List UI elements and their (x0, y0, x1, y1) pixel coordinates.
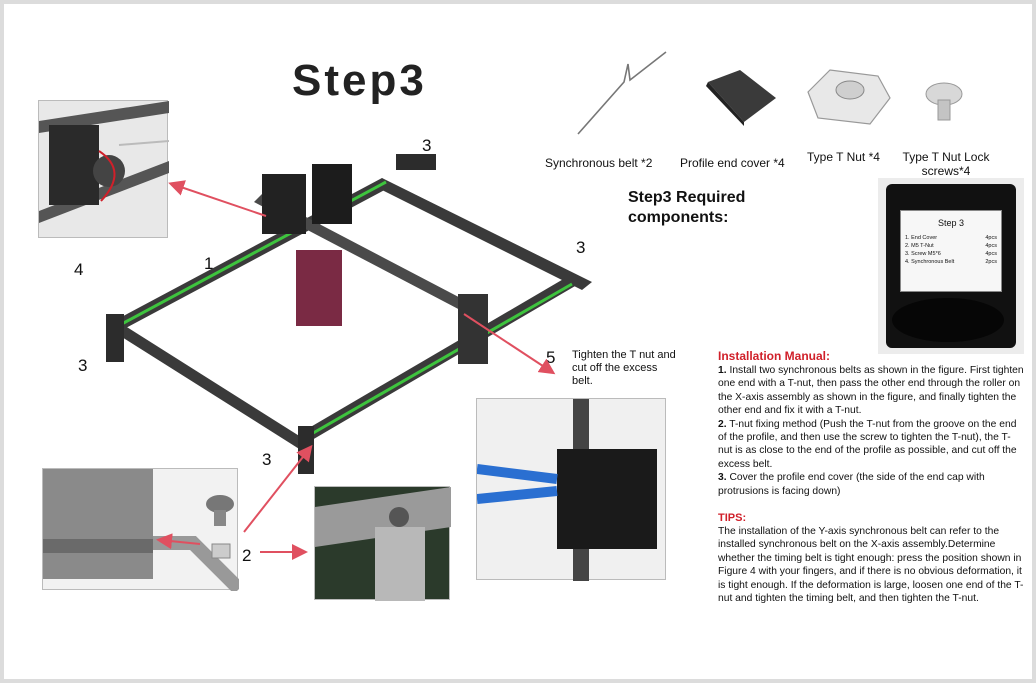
screw-nut-illustration (206, 495, 234, 559)
part-label-screw: Type T Nut Lock screws*4 (902, 150, 990, 178)
callout-1: 1 (204, 254, 214, 273)
callout-5: 5 (546, 348, 556, 367)
manual-step-3: 3. Cover the profile end cover (the side… (718, 472, 985, 497)
roller-detail-photo (38, 100, 169, 238)
required-components-heading: Step3 Required components: (628, 189, 746, 226)
manual-step-2: 2. T-nut fixing method (Push the T-nut f… (718, 418, 1017, 470)
part-label-t-nut: Type T Nut *4 (807, 150, 880, 164)
callout-arrows (156, 180, 556, 560)
callout-3-left: 3 (78, 356, 88, 375)
callout-4: 4 (74, 260, 84, 279)
page-title: Step3 (292, 56, 427, 105)
manual-step-1: 1. Install two synchronous belts as show… (718, 365, 1024, 417)
tighten-note: Tighten the T nut and cut off the excess… (572, 349, 676, 387)
belt-icon (577, 51, 667, 135)
part-label-belt: Synchronous belt *2 (545, 156, 653, 170)
tips-heading: TIPS: (718, 512, 747, 525)
t-nut-icon (807, 69, 891, 125)
page: Step3 Synchronous belt *2 Profile end co… (4, 4, 1032, 679)
tips-text: The installation of the Y-axis synchrono… (718, 526, 1024, 605)
part-label-end-cover: Profile end cover *4 (680, 156, 785, 170)
installation-manual: Installation Manual: 1. Install two sync… (718, 349, 1024, 606)
callout-3-right: 3 (576, 238, 586, 257)
t-nut-closeup-photo (314, 486, 451, 601)
callout-3-top: 3 (422, 136, 432, 155)
manual-heading: Installation Manual: (718, 349, 831, 363)
cut-belt-photo (476, 398, 666, 581)
screw-icon (925, 82, 963, 121)
end-cover-icon (706, 70, 776, 126)
frame-diagram (106, 154, 592, 474)
callout-2: 2 (242, 546, 252, 565)
callout-3-bottom: 3 (262, 450, 272, 469)
bag-title: Step 3 (937, 218, 965, 228)
